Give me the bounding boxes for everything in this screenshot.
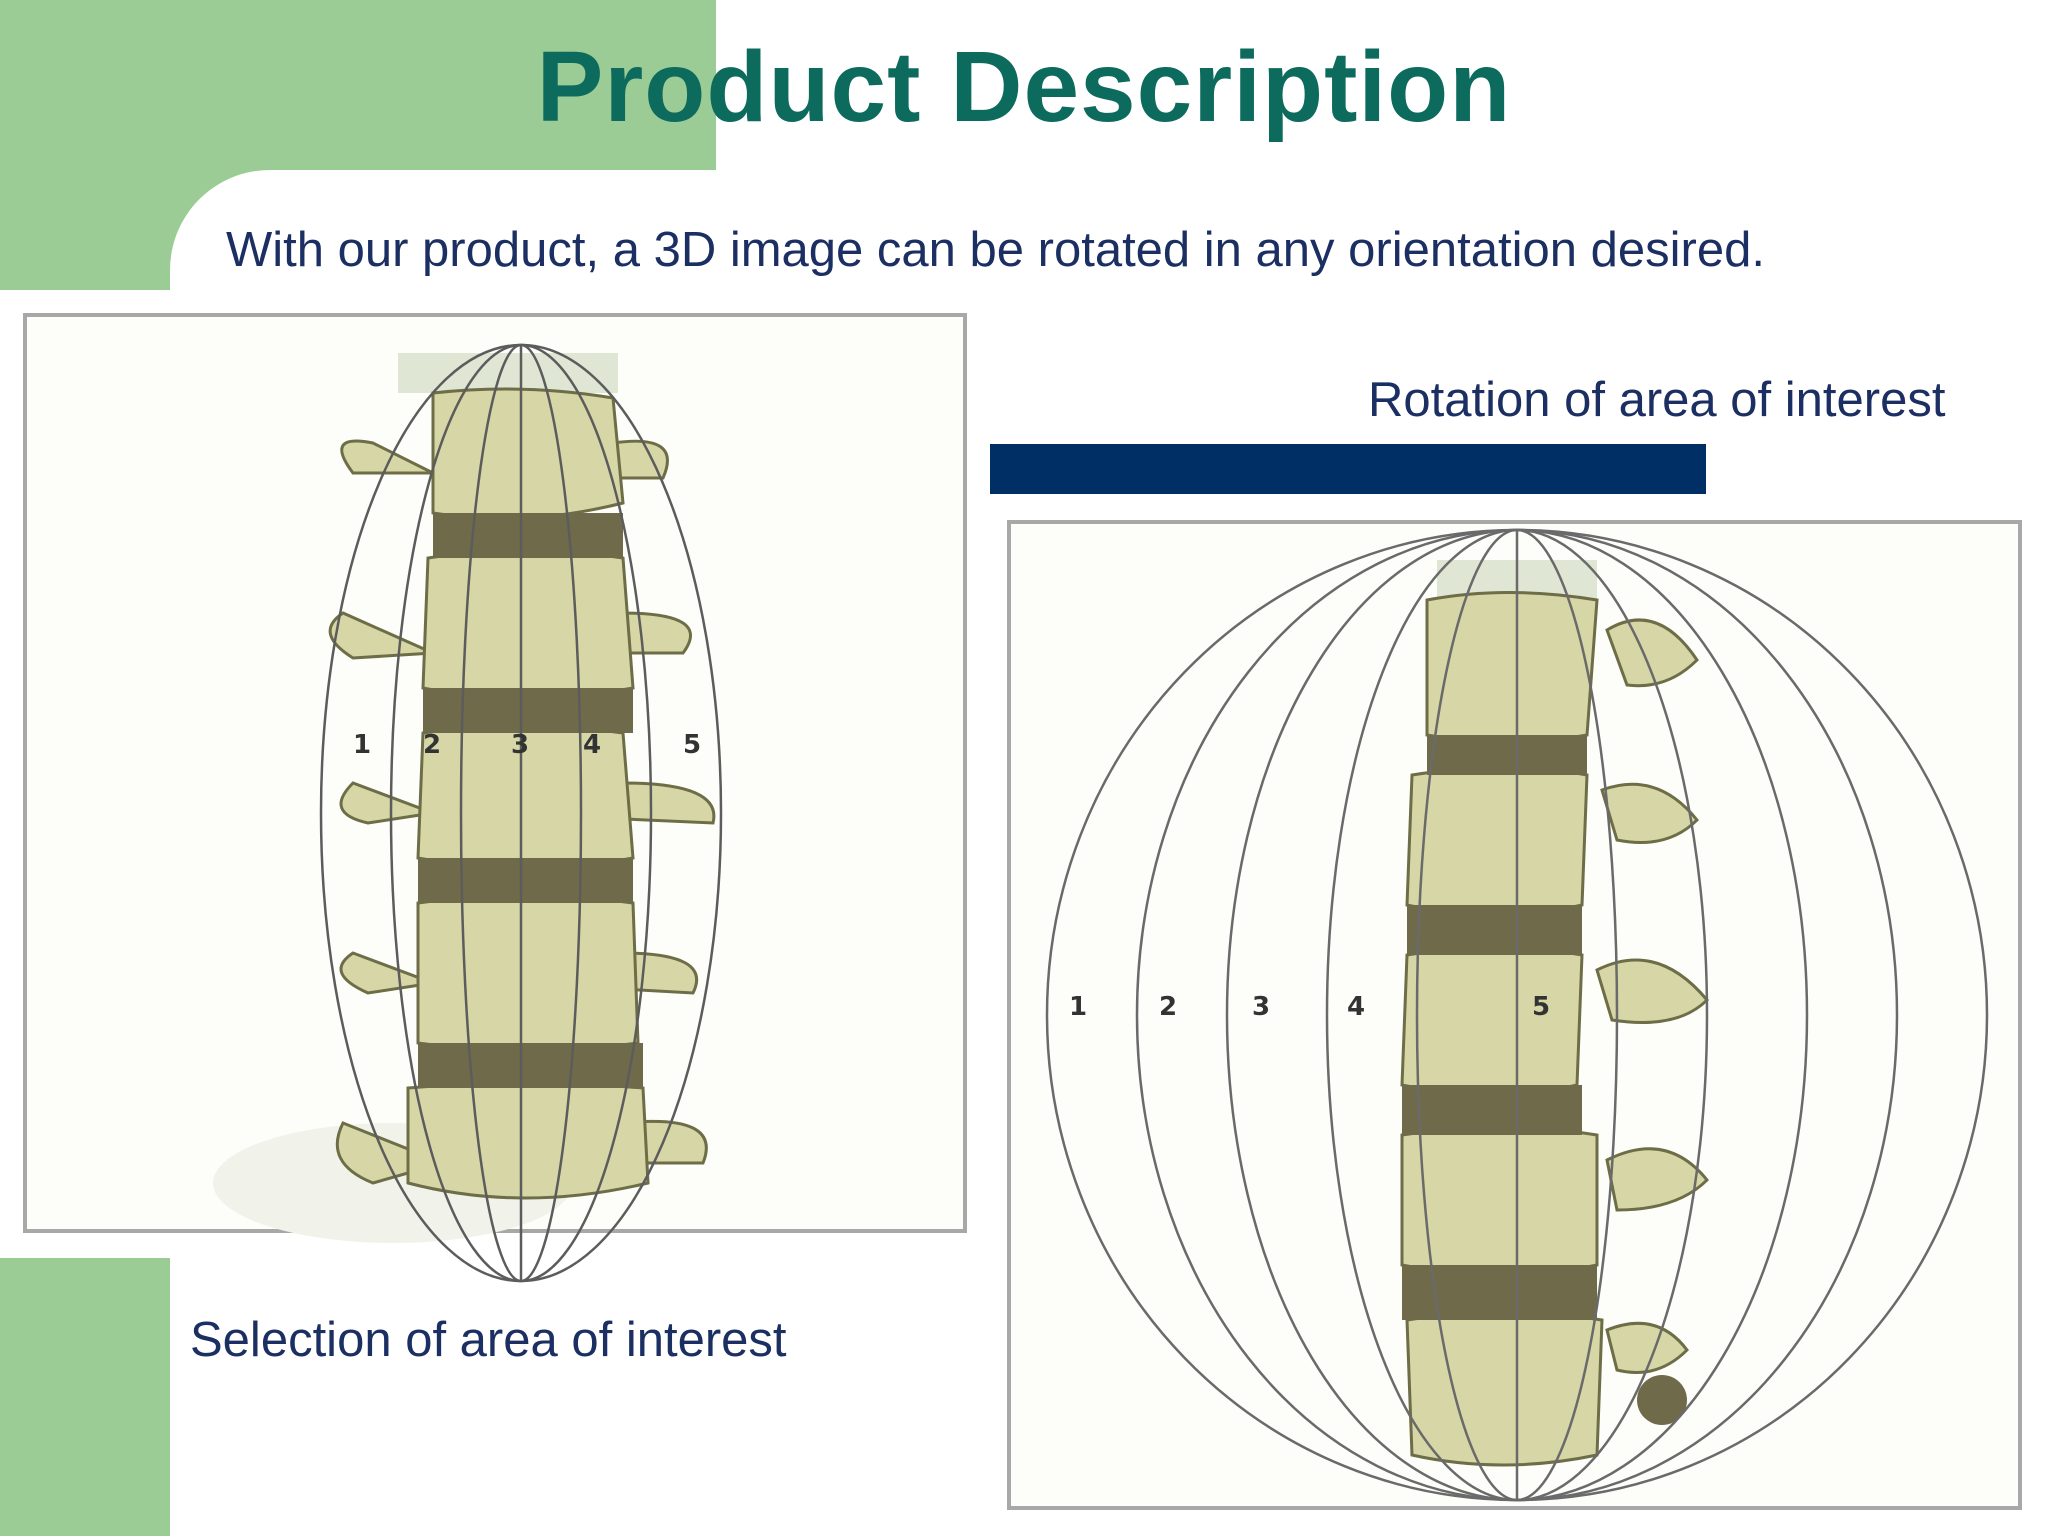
slide-title: Product Description — [536, 31, 1512, 143]
selection-figure: 1 2 3 4 5 — [23, 313, 967, 1283]
rotation-label-2: 2 — [1159, 992, 1177, 1022]
rotation-label-5: 5 — [1532, 992, 1550, 1022]
rotation-label-1: 1 — [1069, 992, 1087, 1022]
selection-label-4: 4 — [583, 730, 601, 760]
selection-caption: Selection of area of interest — [190, 1313, 787, 1367]
rotation-figure: 1 2 3 4 5 — [1007, 520, 2022, 1510]
selection-label-3: 3 — [511, 730, 529, 760]
rotation-label-4: 4 — [1347, 992, 1365, 1022]
rotation-label-3: 3 — [1252, 992, 1270, 1022]
selection-label-1: 1 — [353, 730, 371, 760]
accent-block-bottom-left — [0, 1258, 170, 1536]
rotation-bar — [990, 444, 1706, 494]
selection-label-2: 2 — [423, 730, 441, 760]
rotation-caption: Rotation of area of interest — [1368, 373, 1946, 427]
selection-label-5: 5 — [683, 730, 701, 760]
slide-subtitle: With our product, a 3D image can be rota… — [226, 223, 1765, 277]
